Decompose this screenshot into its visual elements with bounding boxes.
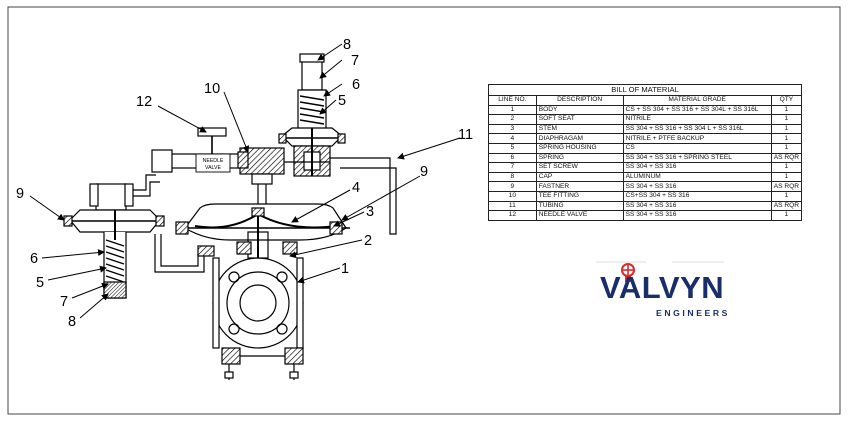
bom-material-grade: ALUMINUM <box>622 171 772 183</box>
bom-header-qty: QTY <box>770 95 803 106</box>
bom-qty: AS RQR <box>770 200 803 212</box>
bom-line-no: 10 <box>488 190 537 202</box>
bom-line-no: 12 <box>488 210 537 221</box>
callout-12: 12 <box>136 94 152 110</box>
bom-description: SPRING HOUSING <box>535 142 624 154</box>
bom-qty: AS RQR <box>770 152 803 164</box>
bom-line-no: 8 <box>488 171 537 183</box>
callout-2: 2 <box>364 233 372 249</box>
callout-4: 4 <box>352 180 360 196</box>
bom-header-row: LINE NO. DESCRIPTION MATERIAL GRADE QTY <box>488 95 803 106</box>
bom-line-no: 5 <box>488 142 537 154</box>
bom-line-no: 2 <box>488 114 537 125</box>
callout-9-right: 9 <box>420 164 428 180</box>
callout-7-left: 7 <box>60 294 68 310</box>
callout-8-top: 8 <box>343 37 351 53</box>
callout-numbers: 8 7 6 5 10 12 11 9 4 3 2 1 9 6 5 7 8 <box>16 37 473 330</box>
bom-qty: 1 <box>770 190 803 202</box>
bom-line-no: 11 <box>488 200 537 212</box>
bom-header-line-no: LINE NO. <box>488 95 537 106</box>
bill-of-material-table: BILL OF MATERIAL LINE NO. DESCRIPTION MA… <box>488 84 803 221</box>
bom-qty: 1 <box>770 114 803 125</box>
bom-line-no: 6 <box>488 152 537 164</box>
bom-description: CAP <box>535 171 624 183</box>
bom-qty: 1 <box>770 142 803 154</box>
tee-and-needle-valve <box>151 127 397 235</box>
top-pilot-regulator <box>278 53 346 177</box>
bom-qty: 1 <box>770 123 803 135</box>
valve-assembly-drawing <box>63 53 397 380</box>
callout-3: 3 <box>366 204 374 220</box>
bom-qty: 1 <box>770 162 803 173</box>
diaphragm-housing <box>175 203 350 258</box>
bom-material-grade: SS 304 + SS 316 + SPRING STEEL <box>622 152 772 164</box>
bom-description: NEEDLE VALVE <box>535 210 624 221</box>
bom-description: TUBING <box>535 200 624 212</box>
bom-material-grade: NITRILE <box>622 114 772 125</box>
callout-5-left: 5 <box>36 275 44 291</box>
bom-line-no: 1 <box>488 104 537 116</box>
bom-material-grade: SS 304 + SS 316 <box>622 181 772 192</box>
callout-11: 11 <box>458 127 473 143</box>
bom-qty: 1 <box>770 210 803 221</box>
callout-7-top: 7 <box>351 53 359 69</box>
bom-material-grade: SS 304 + SS 316 <box>622 162 772 173</box>
callout-5-top: 5 <box>338 93 346 109</box>
bom-description: STEM <box>535 123 624 135</box>
bom-description: DIAPHRAGAM <box>535 133 624 144</box>
bom-material-grade: NITRILE + PTFE BACKUP <box>622 133 772 144</box>
valvyn-logo: VALVYN ENGINEERS <box>596 258 730 322</box>
needle-valve-tag-line1: NEEDLE <box>203 158 224 164</box>
bom-qty: AS RQR <box>770 181 803 192</box>
bom-description: FASTNER <box>535 181 624 192</box>
bom-material-grade: CS+SS 304 + SS 316 <box>622 190 772 202</box>
bom-description: TEE FITTING <box>535 190 624 202</box>
bom-qty: 1 <box>770 104 803 116</box>
callout-10: 10 <box>204 81 220 97</box>
callout-leaders <box>29 43 461 319</box>
bom-title: BILL OF MATERIAL <box>488 84 802 96</box>
bom-description: BODY <box>535 104 624 116</box>
needle-valve-tag-line2: VALVE <box>205 165 221 171</box>
bom-material-grade: SS 304 + SS 316 <box>622 210 772 221</box>
bom-qty: 1 <box>770 171 803 183</box>
bom-description: SOFT SEAT <box>535 114 624 125</box>
bom-header-description: DESCRIPTION <box>535 95 624 106</box>
callout-8-left: 8 <box>68 314 76 330</box>
callout-6-left: 6 <box>30 251 38 267</box>
valve-body <box>212 231 304 380</box>
bom-description: SET SCREW <box>535 162 624 173</box>
bom-description: SPRING <box>535 152 624 164</box>
bom-line-no: 3 <box>488 123 537 135</box>
callout-6-top: 6 <box>352 77 360 93</box>
callout-1: 1 <box>341 261 349 277</box>
pilot-spring-housing <box>63 174 215 299</box>
bom-header-material-grade: MATERIAL GRADE <box>622 95 772 106</box>
bom-material-grade: SS 304 + SS 316 + SS 304 L + SS 316L <box>622 123 772 135</box>
bom-material-grade: CS <box>622 142 772 154</box>
logo-wordmark: VALVYN <box>600 270 725 305</box>
bom-line-no: 7 <box>488 162 537 173</box>
callout-9-left: 9 <box>16 186 24 202</box>
valve-wheel-icon <box>596 261 724 282</box>
bom-line-no: 9 <box>488 181 537 192</box>
bom-qty: 1 <box>770 133 803 144</box>
logo-subtitle: ENGINEERS <box>656 308 731 318</box>
bom-material-grade: CS + SS 304 + SS 316 + SS 304L + SS 316L <box>622 104 772 116</box>
bom-material-grade: SS 304 + SS 316 <box>622 200 772 212</box>
bom-line-no: 4 <box>488 133 537 144</box>
